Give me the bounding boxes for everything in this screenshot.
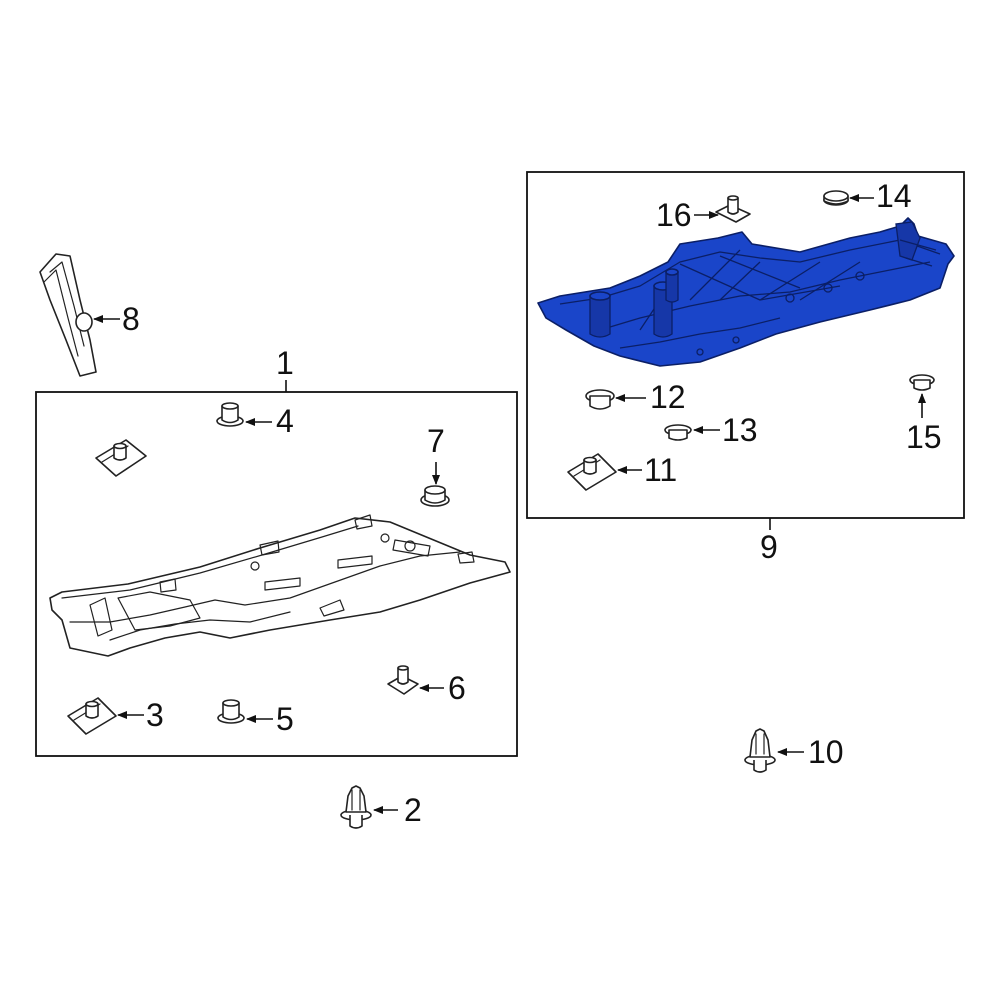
callout-5: 5 — [276, 701, 294, 737]
callout-2: 2 — [404, 792, 422, 828]
bolt-part-5 — [217, 699, 245, 724]
push-clip-part-10 — [744, 728, 776, 773]
nut-part-16 — [715, 195, 751, 223]
callout-11: 11 — [644, 452, 677, 488]
nut-part-6 — [387, 665, 419, 695]
callout-9: 9 — [760, 529, 778, 565]
side-shield-part-8 — [39, 253, 97, 377]
grommet-part-7 — [420, 485, 450, 507]
callout-3: 3 — [146, 697, 164, 733]
group-box-part-9 — [526, 171, 965, 519]
callout-7: 7 — [427, 423, 445, 459]
callout-14: 14 — [876, 178, 912, 214]
callout-4: 4 — [276, 403, 294, 439]
callout-16: 16 — [656, 197, 692, 233]
grommet-part-13 — [664, 424, 692, 441]
push-clip-part-2 — [340, 785, 372, 829]
bolt-part-4 — [216, 402, 244, 427]
washer-part-14 — [823, 190, 849, 206]
callout-8: 8 — [122, 301, 140, 337]
group-box-part-1 — [35, 391, 518, 757]
grommet-part-15 — [909, 374, 935, 391]
engine-under-cover — [49, 514, 511, 657]
callout-13: 13 — [722, 412, 758, 448]
callout-6: 6 — [448, 670, 466, 706]
u-nut-clip — [95, 439, 147, 477]
callout-1: 1 — [276, 345, 294, 381]
callout-15: 15 — [906, 419, 942, 455]
u-nut-part-3 — [67, 697, 117, 735]
grommet-part-12 — [585, 389, 615, 410]
rear-under-cover-highlighted — [537, 217, 955, 367]
callout-12: 12 — [650, 379, 686, 415]
callout-10: 10 — [808, 734, 844, 770]
u-nut-part-11 — [567, 453, 617, 491]
